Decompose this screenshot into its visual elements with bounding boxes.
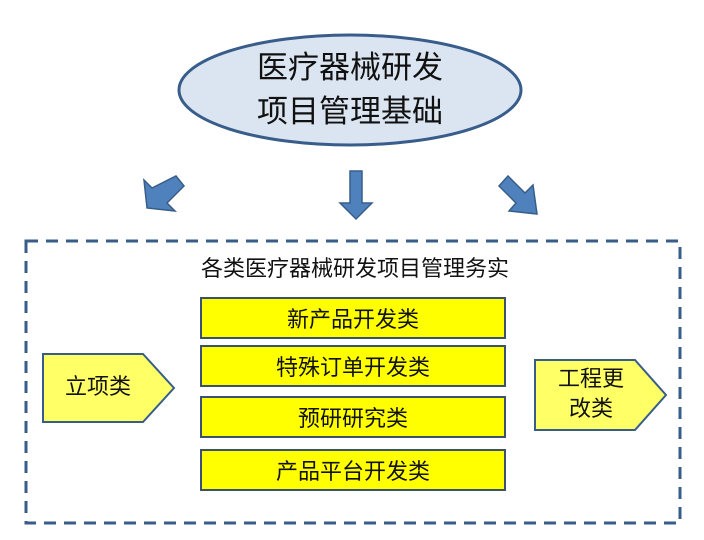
- category-box-new-product: 新产品开发类: [200, 297, 506, 339]
- left-tag-label: 立项类: [43, 354, 153, 422]
- right-tag-label: 工程更 改类: [535, 360, 647, 430]
- root-ellipse: [177, 33, 523, 147]
- center-down-arrow: [338, 170, 374, 221]
- right-tag-shape: [534, 359, 668, 431]
- left-down-arrow: [143, 175, 186, 212]
- category-box-pre-research: 预研研究类: [200, 396, 506, 438]
- left-tag-text: 立项类: [64, 375, 131, 400]
- root-ellipse-label: 医疗器械研发 项目管理基础: [180, 40, 520, 140]
- right-tag-line-2: 改类: [568, 397, 613, 422]
- category-box-platform: 产品平台开发类: [200, 449, 506, 491]
- right-down-arrow: [497, 174, 538, 215]
- left-tag-shape: [42, 353, 176, 423]
- practice-title: 各类医疗器械研发项目管理务实: [200, 257, 509, 282]
- root-line-2: 项目管理基础: [257, 94, 443, 130]
- root-line-1: 医疗器械研发: [257, 50, 443, 86]
- practice-dashed-frame: [24, 239, 682, 525]
- category-box-special-order: 特殊订单开发类: [200, 345, 506, 387]
- right-tag-line-1: 工程更: [557, 367, 624, 392]
